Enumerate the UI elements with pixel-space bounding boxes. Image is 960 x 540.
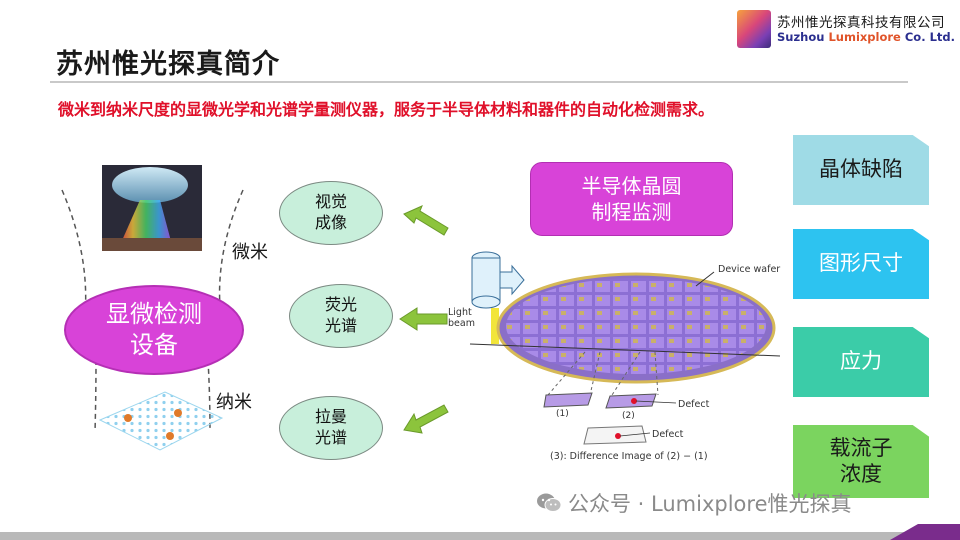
label-light-beam-line2: beam (448, 318, 475, 329)
sub-image-2 (605, 393, 657, 409)
oval-raman-spectrum: 拉曼光谱 (279, 396, 383, 460)
label-micro: 微米 (232, 242, 268, 263)
tab-crystal-defect: 晶体缺陷 (793, 135, 929, 205)
tab-pattern-dimension-text: 图形尺寸 (819, 251, 903, 276)
tab-stress: 应力 (793, 327, 929, 397)
company-name-en-tail: Co. Ltd. (900, 30, 956, 44)
company-name-en-main: Suzhou (777, 30, 829, 44)
label-device-wafer: Device wafer (718, 264, 780, 275)
company-logo-icon (737, 10, 771, 48)
arrow-to-raman (403, 404, 449, 434)
main-oval-text: 显微检测设备 (106, 299, 202, 359)
title-divider (50, 81, 908, 83)
main-oval-microscopy-equipment: 显微检测设备 (64, 285, 244, 375)
light-source-icon (471, 251, 525, 344)
watermark-text: 公众号 · Lumixplore惟光探真 (568, 492, 852, 516)
tab-carrier-concentration: 载流子浓度 (793, 425, 929, 498)
company-name-en: Suzhou Lumixplore Co. Ltd. (777, 30, 955, 44)
label-sub-1: (1) (556, 409, 569, 419)
oval-raman-spectrum-text: 拉曼光谱 (314, 407, 347, 447)
subtitle: 微米到纳米尺度的显微光学和光谱学量测仪器，服务于半导体材料和器件的自动化检测需求… (58, 100, 715, 119)
difference-image (583, 425, 647, 445)
label-defect-b: Defect (652, 429, 684, 440)
funnel-line-left-bottom (94, 359, 97, 433)
microscope-lens-image (102, 165, 202, 251)
bottom-bar (0, 532, 960, 540)
label-light-beam-line1: Light (448, 307, 472, 318)
wechat-icon (537, 493, 562, 512)
wafer-process-monitoring-box: 半导体晶圆制程监测 (530, 162, 733, 236)
arrow-to-fluorescence (399, 307, 448, 331)
tab-pattern-dimension: 图形尺寸 (793, 229, 929, 299)
oval-visual-imaging: 视觉成像 (279, 181, 383, 245)
oval-visual-imaging-text: 视觉成像 (314, 192, 347, 232)
arrow-to-visual (403, 205, 449, 236)
funnel-line-right-bottom (207, 359, 211, 433)
nanostructure-image (98, 391, 224, 451)
company-name-cn: 苏州惟光探真科技有限公司 (777, 15, 945, 31)
sub-image-1 (543, 392, 593, 408)
label-nano: 纳米 (216, 392, 252, 413)
device-wafer-image (469, 272, 781, 384)
oval-fluorescence-spectrum-text: 荧光光谱 (324, 295, 357, 335)
label-difference: (3): Difference Image of (2) − (1) (550, 451, 708, 462)
oval-fluorescence-spectrum: 荧光光谱 (289, 284, 393, 348)
label-defect-a: Defect (678, 399, 710, 410)
page-title: 苏州惟光探真简介 (56, 49, 280, 80)
watermark: 公众号 · Lumixplore惟光探真 (536, 488, 852, 518)
funnel-line-right-top (218, 189, 244, 326)
tab-stress-text: 应力 (840, 349, 882, 374)
label-sub-2: (2) (622, 411, 635, 421)
tab-crystal-defect-text: 晶体缺陷 (819, 157, 903, 182)
company-name-en-accent: Lumixplore (828, 30, 901, 44)
tab-carrier-concentration-text: 载流子浓度 (829, 436, 893, 486)
wafer-title-text: 半导体晶圆制程监测 (581, 174, 682, 224)
